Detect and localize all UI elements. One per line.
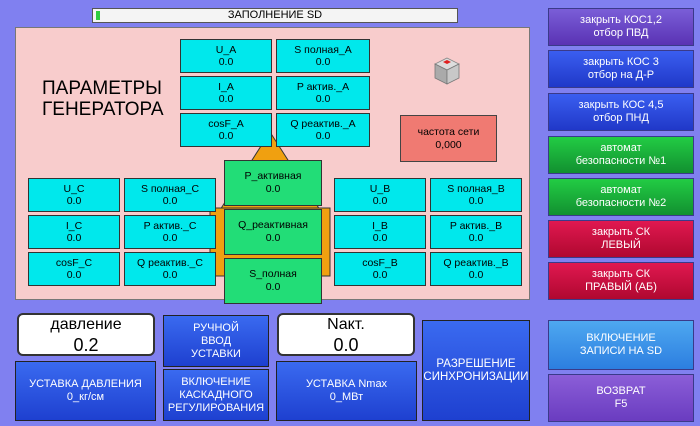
status-title: ЗАПОЛНЕНИЕ SD xyxy=(227,9,323,21)
nakt-display: Nакт. 0.0 xyxy=(277,313,415,356)
pressure-display: давление 0.2 xyxy=(17,313,155,356)
cube-icon xyxy=(434,57,460,85)
generator-title: ПАРАМЕТРЫ ГЕНЕРАТОРА xyxy=(42,78,164,120)
status-bar: ЗАПОЛНЕНИЕ SD xyxy=(92,8,458,23)
